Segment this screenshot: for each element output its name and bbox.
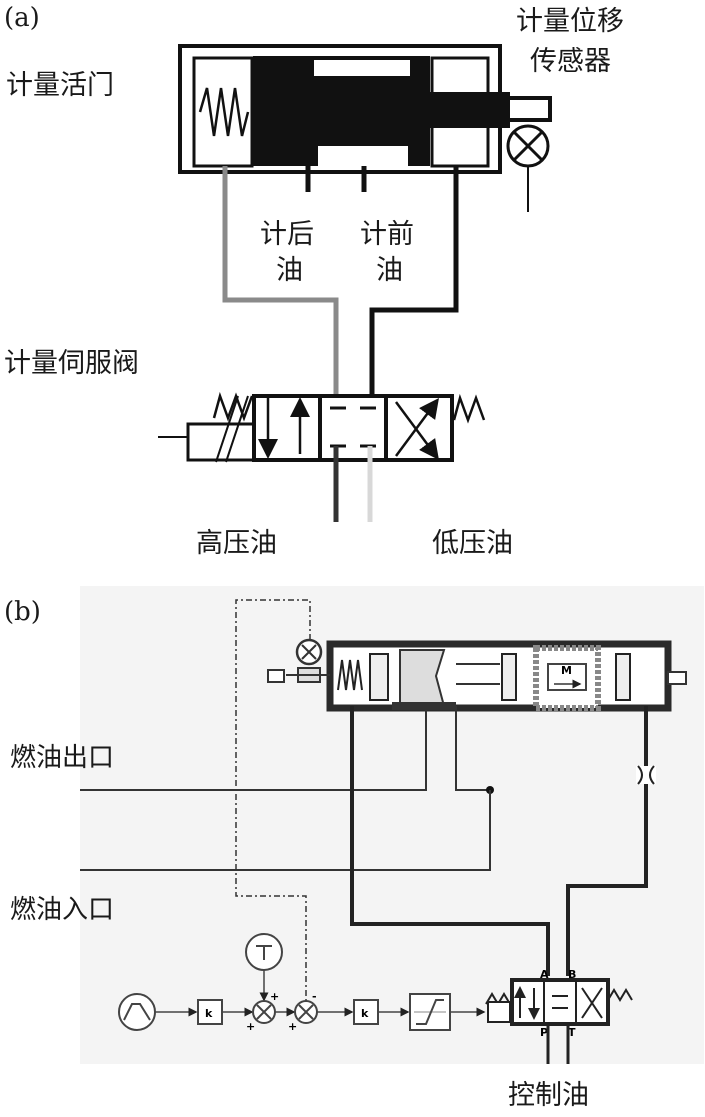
panel-a-tag: (a)	[4, 3, 40, 33]
control-oil-line-right	[566, 706, 648, 976]
displacement-sensor-icon	[506, 124, 550, 212]
gray-oil-line	[222, 166, 339, 398]
servo-spring-left-icon	[212, 391, 254, 422]
control-oil-label: 控制油	[508, 1080, 589, 1111]
sign-plus-1: +	[246, 1020, 255, 1033]
gain-block-1: k	[205, 1007, 213, 1020]
fuel-branch-line	[455, 706, 490, 791]
panel-b: (b) M 燃油	[4, 586, 704, 1111]
spring-icon-b	[337, 659, 363, 691]
servo-valve-label: 计量伺服阀	[4, 348, 139, 379]
fuel-outlet-label: 燃油出口	[10, 743, 114, 773]
sensor-label-line1: 计量位移	[516, 6, 624, 37]
fuel-outlet-line	[80, 706, 427, 791]
port-p-label: P	[540, 1026, 548, 1039]
metering-valve	[178, 44, 552, 192]
sign-plus-2: +	[270, 990, 279, 1003]
pre-oil-label-line1: 计前	[360, 219, 414, 250]
port-b-label: B	[568, 968, 576, 981]
post-oil-label-line2: 油	[276, 255, 303, 286]
low-pressure-label: 低压油	[432, 528, 513, 559]
signal-source-icon	[118, 993, 156, 1031]
summing-junction-2-icon	[294, 1000, 318, 1024]
black-oil-line	[369, 166, 459, 398]
control-servo-valve: A B P T	[485, 968, 633, 1064]
fuel-inlet-label: 燃油入口	[10, 895, 114, 925]
post-oil-label-line1: 计后	[260, 219, 314, 250]
control-spring-right-icon	[607, 988, 633, 1002]
pre-oil-label-line2: 油	[376, 255, 403, 286]
fuel-inlet-line	[80, 790, 491, 871]
sign-plus-3: +	[288, 1020, 297, 1033]
orifice-icon	[636, 765, 656, 785]
sign-minus: -	[312, 990, 317, 1003]
spring-icon	[198, 87, 250, 137]
summing-junction-1-icon	[252, 1000, 276, 1024]
sensor-label-line2: 传感器	[530, 46, 611, 77]
metering-valve-label: 计量活门	[6, 70, 114, 101]
displacement-sensor-b-icon	[267, 638, 330, 683]
metering-servo-valve	[158, 391, 486, 463]
control-oil-line-left	[350, 706, 550, 976]
servo-spring-right-icon	[452, 393, 486, 424]
panel-b-tag: (b)	[4, 597, 41, 627]
saturation-block-icon	[409, 993, 451, 1031]
feedback-signal-line	[235, 599, 311, 1002]
valve-spool	[253, 56, 430, 166]
gain-block-2: k	[361, 1007, 369, 1020]
high-pressure-label: 高压油	[196, 528, 277, 559]
metering-valve-b: M	[326, 640, 687, 712]
panel-a: (a) 计量活门 计量位移 传感器 计后 油 计前 油	[4, 3, 624, 559]
port-a-label: A	[540, 968, 549, 981]
port-t-label: T	[568, 1026, 576, 1039]
valve-motor-label: M	[561, 664, 572, 677]
reference-source-icon	[245, 933, 283, 971]
